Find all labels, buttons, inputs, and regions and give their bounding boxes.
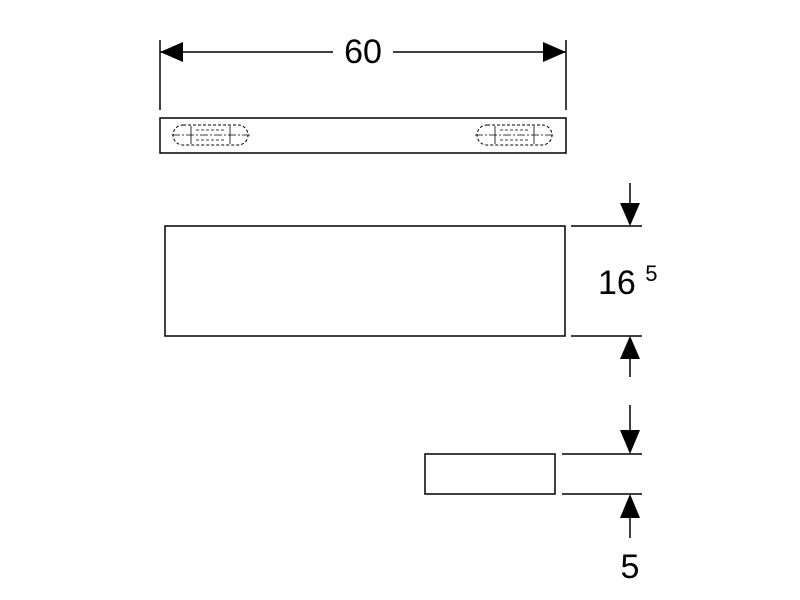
width-dimension-label: 60 [344,33,382,71]
width-arrow-left [160,42,183,62]
mounting-slot-left [172,124,250,146]
height-dimension-superscript: 5 [645,261,657,286]
mounting-slot-right [475,124,554,146]
depth-dimension: 5 [562,405,642,586]
depth-arrow-top [620,430,640,454]
height-dimension-label: 16 5 [598,261,658,302]
height-arrow-top [620,203,640,226]
height-dimension: 16 5 [571,183,658,377]
front-view-outline [164,225,566,337]
height-arrow-bottom [620,336,640,359]
width-dimension: 60 [159,33,567,110]
depth-dimension-label: 5 [621,548,640,586]
top-view [159,117,567,154]
height-dimension-main: 16 [598,264,636,302]
top-view-outline [159,117,567,154]
side-view-outline [424,453,556,495]
depth-arrow-bottom [620,494,640,518]
width-arrow-right [543,42,566,62]
